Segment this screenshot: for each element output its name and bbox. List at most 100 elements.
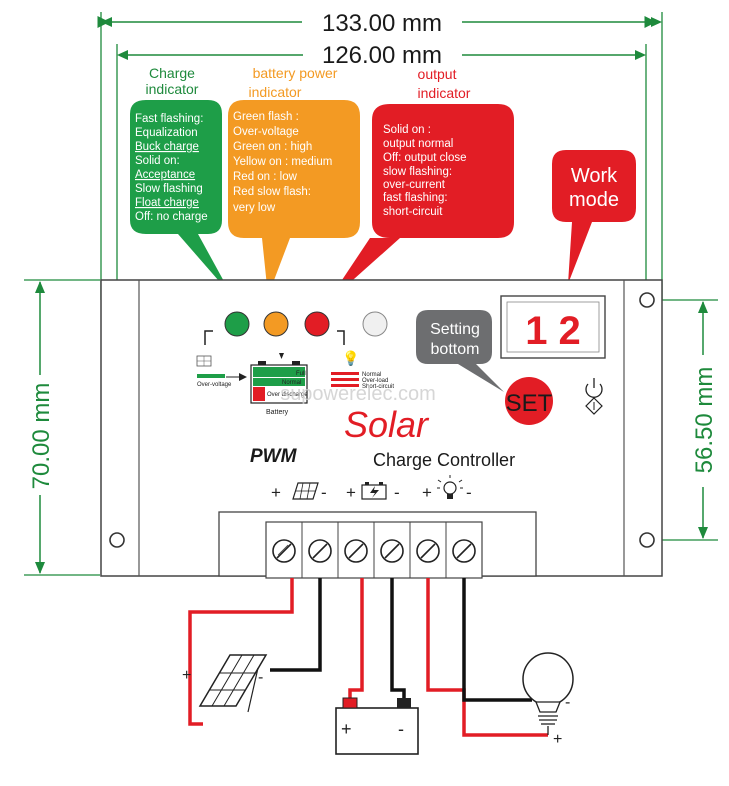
terminal-screw: [416, 539, 440, 563]
outer-width-label: 133.00 mm: [322, 10, 442, 37]
svg-text:mode: mode: [569, 189, 619, 211]
svg-text:Slow flashing: Slow flashing: [135, 183, 203, 195]
output-led: [304, 311, 330, 337]
charge-led: [224, 311, 250, 337]
work-led: [362, 311, 388, 337]
svg-text:Green flash :: Green flash :: [233, 111, 299, 123]
battery-negative-sign: -: [398, 719, 404, 739]
status-icons: Over-voltage Full Normal Over discharge …: [196, 350, 394, 416]
solar-panel-icon: [198, 654, 268, 713]
terminal-screw: [344, 539, 368, 563]
light-bulb-small-icon: 💡: [342, 350, 359, 367]
status-leds: [204, 311, 388, 345]
svg-text:Buck charge: Buck charge: [135, 141, 199, 153]
light-bulb-icon: [522, 652, 574, 735]
charge-indicator-bubble: Fast flashing: Equalization Buck charge …: [130, 100, 232, 296]
terminal-screw: [272, 539, 296, 563]
svg-text:Full: Full: [296, 371, 306, 377]
svg-text:Float charge: Float charge: [135, 197, 199, 209]
svg-text:Normal: Normal: [362, 372, 381, 378]
mounting-hole-bottom-left: [109, 532, 125, 548]
mounting-hole-top-right: [639, 292, 655, 308]
solar-negative-wire: [270, 578, 322, 672]
terminal-screw: [380, 539, 404, 563]
svg-text:indicator: indicator: [146, 81, 199, 97]
svg-text:Over discharge: Over discharge: [267, 392, 308, 398]
svg-text:indicator: indicator: [249, 84, 302, 100]
svg-text:Red slow flash:: Red slow flash:: [233, 186, 311, 198]
setting-bubble: Setting bottom: [416, 310, 504, 392]
mode-display-value: 1 2: [525, 309, 581, 353]
svg-text:Yellow on : medium: Yellow on : medium: [233, 156, 332, 168]
svg-text:Solid on :: Solid on :: [383, 124, 431, 136]
height-dimension: 70.00 mm: [24, 279, 100, 576]
battery-caption: Battery: [266, 409, 289, 416]
set-button[interactable]: SET: [505, 377, 553, 425]
mounting-hole-bottom-right: [639, 532, 655, 548]
svg-text:short-circuit: short-circuit: [383, 206, 443, 218]
svg-text:Solid on:: Solid on:: [135, 155, 180, 167]
svg-text:fast flashing:: fast flashing:: [383, 192, 448, 204]
svg-text:over-current: over-current: [383, 179, 446, 191]
battery-icon: [335, 697, 419, 755]
svg-text:Off: no charge: Off: no charge: [135, 211, 208, 223]
width-dimension-inner: 126.00 mm: [116, 42, 647, 300]
svg-text:Normal: Normal: [282, 380, 301, 386]
load-negative-sign: -: [565, 694, 570, 711]
svg-text:Acceptance: Acceptance: [135, 169, 195, 181]
svg-text:Over-voltage: Over-voltage: [197, 382, 232, 388]
battery-terminal-icon: [361, 482, 387, 500]
width-dimension-outer: 133.00 mm: [97, 10, 663, 300]
terminal-icons: + - + - + -: [271, 475, 472, 502]
svg-text:Green on : high: Green on : high: [233, 141, 312, 153]
terminal-screw: [452, 539, 476, 563]
solar-positive-wire: [188, 578, 294, 726]
svg-text:Fast flashing:: Fast flashing:: [135, 113, 203, 125]
terminal-screw: [308, 539, 332, 563]
svg-text:+: +: [346, 483, 356, 502]
svg-text:Red on : low: Red on : low: [233, 171, 298, 183]
charge-controller-label: Charge Controller: [373, 450, 515, 470]
svg-text:output: output: [418, 66, 457, 82]
svg-text:battery power: battery power: [253, 65, 338, 81]
svg-text:-: -: [466, 483, 472, 502]
terminal-block: [218, 511, 537, 579]
mode-diamond-icon: [585, 397, 603, 415]
battery-indicator-bubble: Green flash : Over-voltage Green on : hi…: [228, 100, 360, 296]
brand-solar: Solar: [344, 404, 430, 445]
inner-width-label: 126.00 mm: [322, 42, 442, 69]
digital-display: 1 2: [500, 295, 606, 359]
solar-negative-sign: -: [258, 669, 263, 686]
svg-text:-: -: [321, 483, 327, 502]
load-positive-sign: +: [553, 731, 562, 748]
svg-text:Over-voltage: Over-voltage: [233, 126, 299, 138]
svg-text:Equalization: Equalization: [135, 127, 198, 139]
battery-positive-wire: [348, 578, 364, 700]
svg-text:+: +: [271, 483, 281, 502]
battery-positive-sign: +: [341, 719, 352, 739]
svg-text:Short-circuit: Short-circuit: [362, 384, 394, 390]
svg-text:bottom: bottom: [431, 341, 480, 358]
svg-text:very low: very low: [233, 202, 276, 214]
load-negative-wire: [462, 578, 532, 702]
hole-spacing-dimension: 56.50 mm: [656, 299, 718, 541]
svg-text:Work: Work: [571, 165, 618, 187]
light-bulb-terminal-icon: [437, 475, 463, 499]
work-mode-bubble: Work mode: [552, 150, 636, 284]
svg-text:Over-load: Over-load: [362, 378, 388, 384]
pwm-label: PWM: [250, 446, 298, 467]
battery-negative-wire: [390, 578, 406, 700]
height-label: 70.00 mm: [28, 383, 55, 490]
svg-text:Setting: Setting: [430, 321, 480, 338]
battery-led: [263, 311, 289, 337]
svg-text:-: -: [394, 483, 400, 502]
svg-text:Charge: Charge: [149, 65, 195, 81]
charge-indicator-title: Charge indicator: [146, 65, 199, 97]
wiring: [188, 578, 548, 737]
solar-positive-sign: +: [182, 667, 191, 684]
output-indicator-title: output indicator: [418, 66, 471, 101]
watermark: supowerelec.com: [280, 383, 436, 405]
svg-text:+: +: [422, 483, 432, 502]
svg-text:Off: output close: Off: output close: [383, 152, 467, 164]
